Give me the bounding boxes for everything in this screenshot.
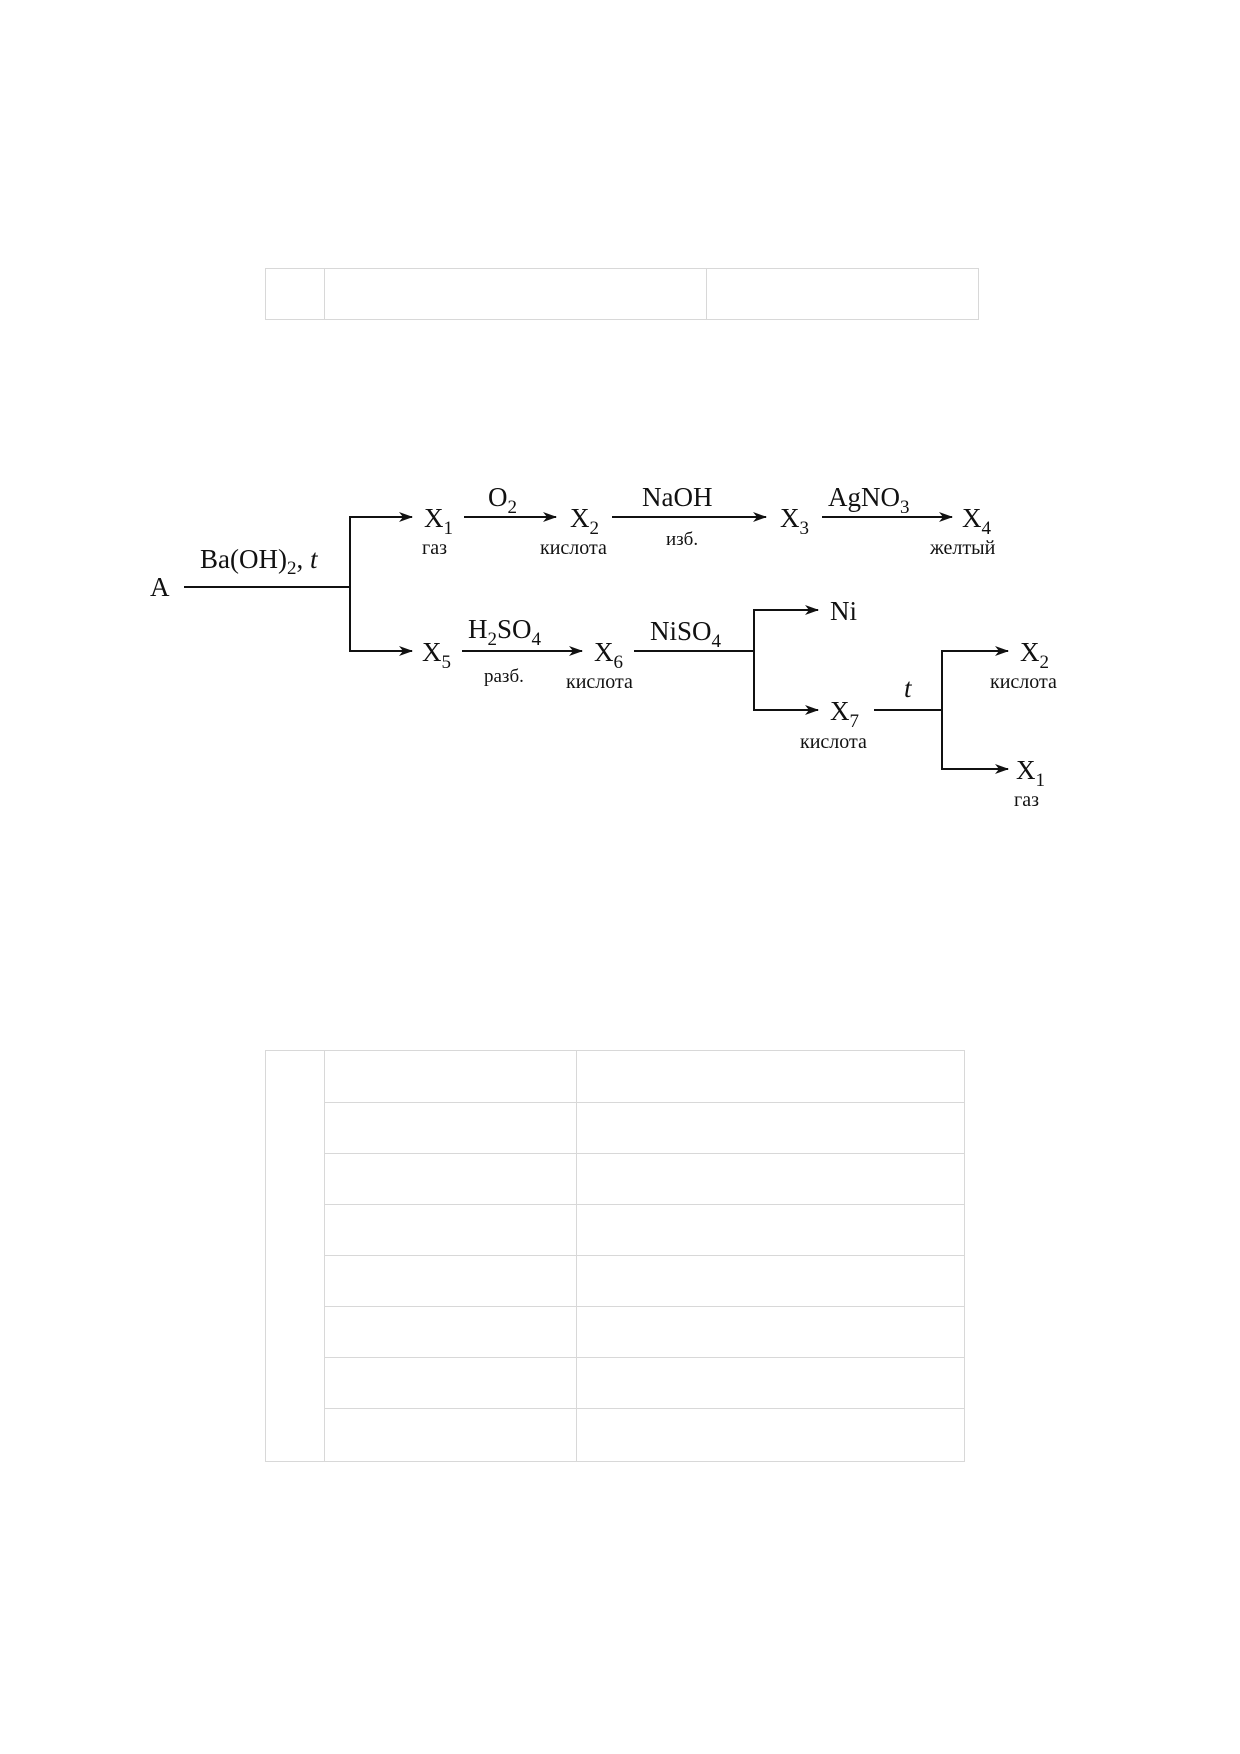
substance-x2b: X2 — [1020, 637, 1049, 673]
x6-label: кислота — [566, 671, 633, 693]
x1-label: газ — [422, 537, 447, 559]
x7-label: кислота — [800, 731, 867, 753]
substance-x4: X4 — [962, 503, 992, 539]
naoh-note: изб. — [666, 529, 698, 550]
table-row-divider — [324, 1153, 964, 1154]
reagent-o2: O2 — [488, 482, 517, 518]
table-row-divider — [324, 1408, 964, 1409]
bottom-empty-table — [265, 1050, 965, 1462]
table-column-divider — [324, 269, 325, 319]
x2b-label: кислота — [990, 671, 1057, 693]
table-row-divider — [324, 1102, 964, 1103]
reagent-h2so4: H2SO4 — [468, 614, 542, 650]
reagent-niso4: NiSO4 — [650, 616, 722, 652]
table-row-divider — [324, 1255, 964, 1256]
x1b-label: газ — [1014, 789, 1039, 811]
table-row-divider — [324, 1204, 964, 1205]
table-row-divider — [324, 1306, 964, 1307]
table-column-divider — [576, 1051, 577, 1461]
top-empty-table — [265, 268, 979, 320]
reagent-baoh2: Ba(OH)2, t — [200, 544, 319, 579]
table-column-divider — [324, 1051, 325, 1461]
substance-x7: X7 — [830, 696, 859, 732]
x2-label: кислота — [540, 537, 607, 559]
reagent-agno3: AgNO3 — [828, 482, 910, 518]
substance-A: A — [150, 572, 170, 602]
substance-x5: X5 — [422, 637, 451, 673]
substance-x1: X1 — [424, 503, 453, 539]
heat-t: t — [904, 673, 913, 703]
x4-label: желтый — [929, 537, 996, 559]
substance-x2: X2 — [570, 503, 599, 539]
reagent-naoh: NaOH — [642, 482, 712, 512]
substance-ni: Ni — [830, 596, 857, 626]
h2so4-note: разб. — [484, 666, 524, 687]
table-column-divider — [706, 269, 707, 319]
substance-x1b: X1 — [1016, 755, 1045, 791]
substance-x3: X3 — [780, 503, 809, 539]
substance-x6: X6 — [594, 637, 623, 673]
table-row-divider — [324, 1357, 964, 1358]
